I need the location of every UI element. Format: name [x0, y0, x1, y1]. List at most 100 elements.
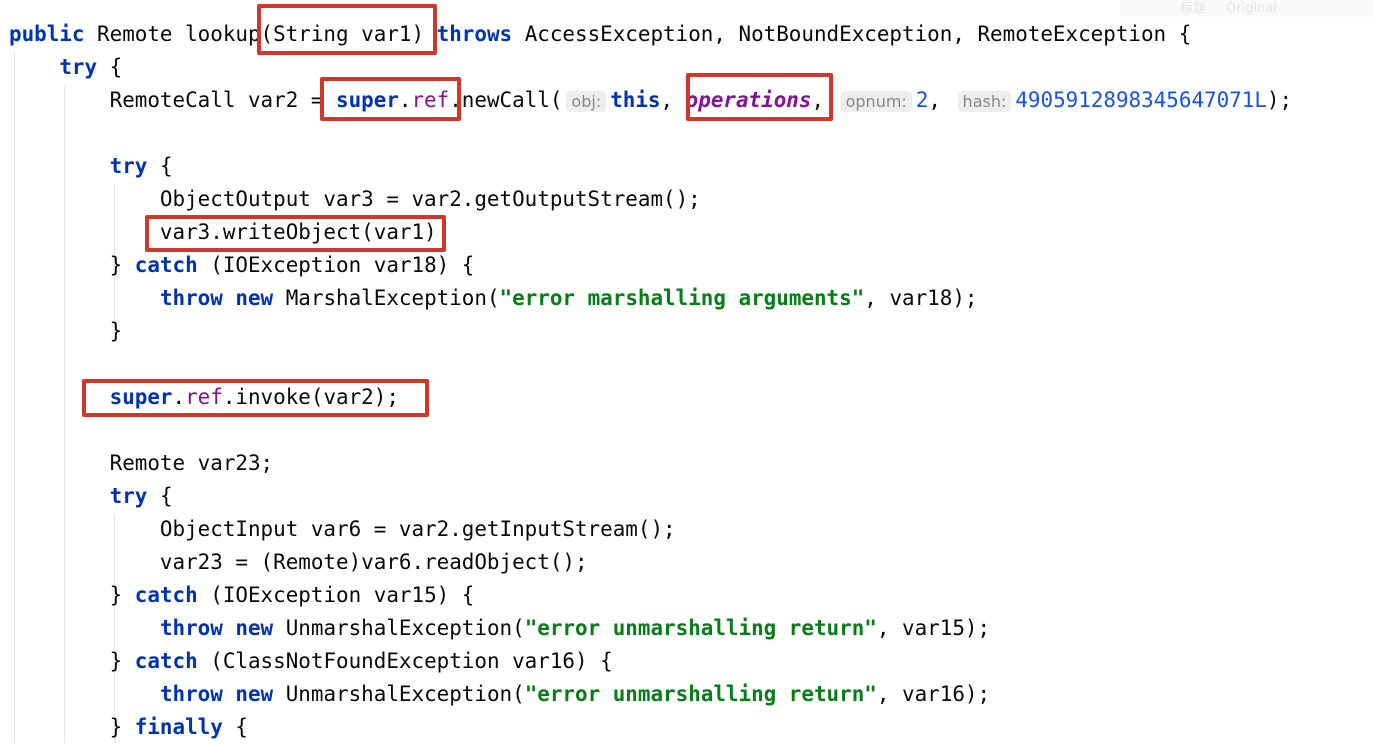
code-token: }: [9, 715, 135, 739]
code-token: try: [109, 484, 160, 508]
code-line[interactable]: ObjectInput var6 = var2.getInputStream()…: [9, 513, 1292, 546]
code-line[interactable]: public Remote lookup(String var1) throws…: [9, 18, 1292, 51]
code-line[interactable]: try {: [9, 480, 1292, 513]
code-line[interactable]: var23 = (Remote)var6.readObject();: [9, 546, 1292, 579]
highlight-box-parameter: [257, 4, 437, 55]
code-line[interactable]: [9, 414, 1292, 447]
code-line[interactable]: } catch (ClassNotFoundException var16) {: [9, 645, 1292, 678]
code-token: .invoke(var2);: [222, 385, 399, 409]
code-token: var3.writeObject(var1): [9, 220, 437, 244]
watermark-title: 标题: [1180, 1, 1207, 16]
code-line[interactable]: super.ref.invoke(var2);: [9, 381, 1292, 414]
code-line[interactable]: RemoteCall var2 = super.ref.newCall(obj:…: [9, 84, 1292, 117]
code-token: 4905912898345647071L: [1015, 88, 1267, 112]
code-token: .newCall(: [449, 88, 563, 112]
code-token: try: [109, 154, 160, 178]
code-token: ref: [185, 385, 223, 409]
code-line[interactable]: throw new UnmarshalException("error unma…: [9, 612, 1292, 645]
code-token: RemoteCall var2 =: [9, 88, 337, 112]
code-token: "error unmarshalling return": [524, 682, 877, 706]
highlight-box-super-ref: [320, 77, 461, 121]
code-line[interactable]: try {: [9, 150, 1292, 183]
code-token: super: [109, 385, 173, 409]
code-line[interactable]: var3.writeObject(var1): [9, 216, 1292, 249]
code-line[interactable]: Remote var23;: [9, 447, 1292, 480]
code-token: .: [398, 88, 412, 112]
code-token: , var16);: [876, 682, 991, 706]
code-token: .: [172, 385, 186, 409]
code-line[interactable]: } catch (IOException var18) {: [9, 249, 1292, 282]
code-token: catch: [134, 253, 211, 277]
code-token: catch: [134, 649, 211, 673]
code-token: );: [1266, 88, 1293, 112]
code-token: [9, 484, 110, 508]
code-token: (IOException var18) {: [210, 253, 475, 277]
code-token: this: [610, 88, 661, 112]
code-token: "error unmarshalling return": [524, 616, 877, 640]
code-token: [9, 154, 110, 178]
code-line[interactable]: [9, 117, 1292, 150]
highlight-box-invoke: [82, 379, 429, 417]
code-token: {: [109, 55, 123, 79]
code-token: try: [59, 55, 110, 79]
code-token: public: [9, 22, 98, 46]
code-token: throw new: [159, 286, 286, 310]
indent-guide: [14, 52, 15, 743]
code-token: [9, 55, 59, 79]
code-token: }: [9, 319, 123, 343]
code-token: }: [9, 649, 135, 673]
code-line[interactable]: [9, 348, 1292, 381]
code-token: ObjectInput var6 = var2.getInputStream()…: [9, 517, 676, 541]
parameter-hint: obj:: [566, 91, 607, 112]
code-token: AccessException, NotBoundException, Remo…: [524, 22, 1192, 46]
watermark-label: Original: [1226, 1, 1277, 16]
code-token: throws: [436, 22, 525, 46]
indent-guide: [114, 514, 115, 743]
code-token: }: [9, 253, 135, 277]
code-token: (IOException var15) {: [210, 583, 475, 607]
code-token: operations: [685, 88, 812, 112]
code-token: {: [235, 715, 248, 739]
code-token: catch: [134, 583, 211, 607]
code-token: throw new: [159, 682, 286, 706]
code-token: {: [159, 484, 173, 508]
code-line[interactable]: throw new UnmarshalException("error unma…: [9, 678, 1292, 711]
code-token: super: [336, 88, 399, 112]
code-token: Remote lookup(String var1): [97, 22, 437, 46]
code-token: 2: [915, 88, 929, 112]
indent-guide: [114, 184, 115, 334]
code-token: Remote var23;: [9, 451, 274, 475]
code-line[interactable]: }: [9, 315, 1292, 348]
code-token: throw new: [159, 616, 286, 640]
code-line[interactable]: } finally {: [9, 711, 1292, 744]
indent-guide: [64, 85, 65, 743]
code-token: UnmarshalException(: [285, 616, 525, 640]
code-token: MarshalException(: [285, 286, 500, 310]
code-token: var23 = (Remote)var6.readObject();: [9, 550, 588, 574]
code-token: [9, 616, 160, 640]
code-token: [9, 682, 160, 706]
code-token: , var15);: [876, 616, 991, 640]
code-token: UnmarshalException(: [285, 682, 525, 706]
code-token: ,: [660, 88, 686, 112]
code-token: }: [9, 583, 135, 607]
code-token: (ClassNotFoundException var16) {: [210, 649, 613, 673]
code-token: , var18);: [864, 286, 978, 310]
code-token: ref: [411, 88, 450, 112]
code-token: "error marshalling arguments": [499, 286, 865, 310]
code-token: ObjectOutput var3 = var2.getOutputStream…: [9, 187, 701, 211]
parameter-hint: opnum:: [840, 91, 912, 112]
code-line[interactable]: } catch (IOException var15) {: [9, 579, 1292, 612]
code-line[interactable]: try {: [9, 51, 1292, 84]
code-token: finally: [134, 715, 236, 739]
code-token: ,: [811, 88, 837, 112]
code-line[interactable]: ObjectOutput var3 = var2.getOutputStream…: [9, 183, 1292, 216]
parameter-hint: hash:: [957, 91, 1012, 112]
code-line[interactable]: throw new MarshalException("error marsha…: [9, 282, 1292, 315]
highlight-box-write-object: [145, 215, 446, 252]
code-token: [9, 286, 160, 310]
code-editor[interactable]: public Remote lookup(String var1) throws…: [9, 18, 1292, 744]
code-token: ,: [928, 88, 954, 112]
code-token: {: [159, 154, 173, 178]
highlight-box-operations: [686, 73, 833, 121]
